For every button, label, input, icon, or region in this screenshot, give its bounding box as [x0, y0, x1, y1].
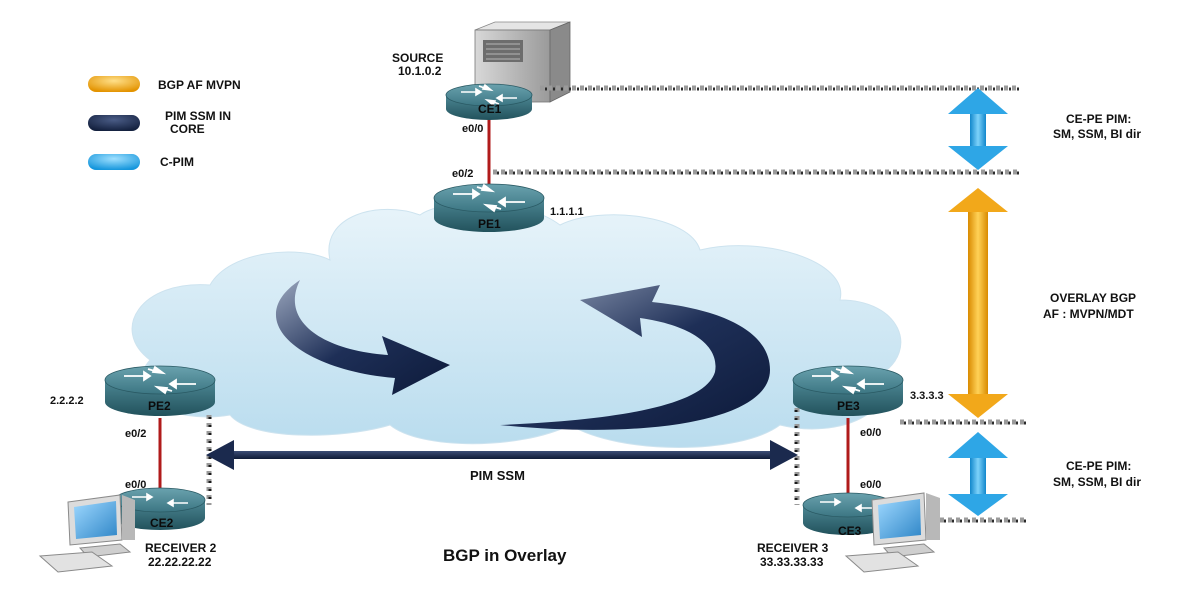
cepe-bottom-line1: CE-PE PIM: — [1066, 459, 1131, 473]
legend-item-c-pim: C-PIM — [88, 154, 194, 170]
provider-cloud — [131, 202, 902, 448]
source-title: SOURCE — [392, 51, 443, 65]
pe3-ip: 3.3.3.3 — [910, 390, 944, 402]
pim-ssm-arrow — [206, 440, 798, 470]
router-ce1 — [445, 83, 533, 120]
boundary-dotted-lines — [206, 85, 1028, 523]
access-links — [158, 112, 850, 495]
legend-label: C-PIM — [160, 155, 194, 169]
ce3-port: e0/0 — [860, 479, 881, 491]
core-swirl-arrows — [275, 280, 770, 430]
cepe-top-blue-arrow — [948, 88, 1008, 170]
pe3-port: e0/0 — [860, 427, 881, 439]
receiver-2-ip: 22.22.22.22 — [148, 555, 212, 569]
cepe-top-line2: SM, SSM, BI dir — [1053, 127, 1141, 141]
pim-ssm-label: PIM SSM — [470, 468, 525, 483]
pe1-port: e0/2 — [452, 168, 473, 180]
router-arrows-icon — [812, 365, 884, 395]
pe2-port: e0/2 — [125, 428, 146, 440]
cepe-bottom-blue-arrow — [948, 432, 1008, 516]
legend-label: BGP AF MVPN — [158, 78, 241, 92]
router-arrows-icon — [124, 365, 196, 395]
overlay-line2: AF : MVPN/MDT — [1043, 307, 1134, 321]
receiver-3-ip: 33.33.33.33 — [760, 555, 824, 569]
legend-item-pim-ssm-core: PIM SSM IN CORE — [88, 109, 231, 136]
router-arrows-icon — [453, 183, 525, 213]
receiver-2-title: RECEIVER 2 — [145, 541, 217, 555]
receiver-2-pc-icon — [38, 494, 135, 573]
source-ip: 10.1.0.2 — [398, 64, 442, 78]
router-pe3-label: PE3 — [837, 399, 860, 413]
legend: BGP AF MVPN PIM SSM IN CORE C-PIM — [88, 76, 241, 170]
legend-item-bgp-af-mvpn: BGP AF MVPN — [88, 76, 241, 92]
ce1-port: e0/0 — [462, 123, 483, 135]
router-pe1-label: PE1 — [478, 217, 501, 231]
overlay-line1: OVERLAY BGP — [1050, 291, 1136, 305]
legend-label: PIM SSM IN — [165, 109, 231, 123]
router-ce1-label: CE1 — [478, 102, 502, 116]
router-pe3 — [792, 365, 904, 416]
overlay-orange-arrow — [948, 188, 1008, 418]
router-ce3 — [802, 492, 894, 535]
router-ce2-label: CE2 — [150, 516, 174, 530]
router-pe2 — [104, 365, 216, 416]
router-pe2-label: PE2 — [148, 399, 171, 413]
router-arrows-icon — [132, 492, 188, 508]
pe2-ip: 2.2.2.2 — [50, 395, 84, 407]
receiver-3-title: RECEIVER 3 — [757, 541, 829, 555]
cepe-bottom-line2: SM, SSM, BI dir — [1053, 475, 1141, 489]
router-pe1 — [433, 183, 545, 232]
router-ce2 — [114, 487, 206, 530]
bgp-overlay-caption: BGP in Overlay — [443, 546, 567, 565]
cepe-top-line1: CE-PE PIM: — [1066, 112, 1131, 126]
pe1-ip: 1.1.1.1 — [550, 206, 584, 218]
legend-label: CORE — [170, 122, 205, 136]
router-arrows-icon — [461, 83, 517, 107]
receiver-3-pc-icon — [844, 492, 940, 573]
router-ce3-label: CE3 — [838, 524, 862, 538]
ce2-port: e0/0 — [125, 479, 146, 491]
